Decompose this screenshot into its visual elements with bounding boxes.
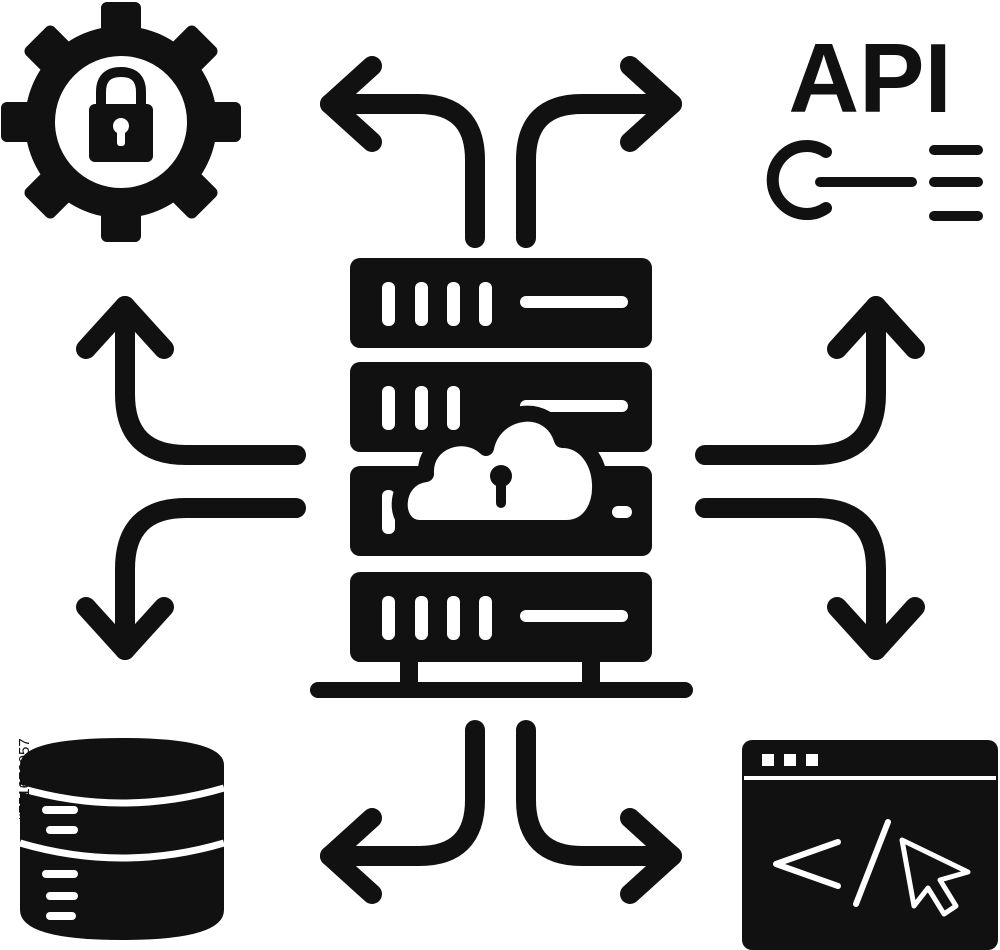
api-label: API bbox=[788, 23, 951, 133]
window-dots bbox=[762, 754, 818, 766]
connection-arrows bbox=[76, 56, 925, 904]
server-rack-icon bbox=[310, 258, 693, 698]
api-lines bbox=[815, 145, 983, 221]
cloud-lock-icon bbox=[391, 405, 608, 536]
server-unit-2 bbox=[350, 362, 652, 452]
database-icon bbox=[19, 738, 225, 940]
padlock-icon bbox=[89, 66, 153, 162]
arrow-right-down bbox=[695, 498, 925, 660]
server-unit-4 bbox=[350, 572, 652, 662]
plug-connector bbox=[766, 140, 832, 220]
database-slots bbox=[42, 806, 78, 920]
browser-code-icon bbox=[742, 740, 998, 950]
stock-id-label: #751672057 bbox=[16, 738, 33, 821]
arrow-left-up bbox=[76, 296, 306, 465]
arrow-down-left bbox=[320, 720, 485, 904]
arrow-left-down bbox=[76, 498, 306, 660]
keyhole-icon bbox=[490, 465, 512, 508]
server-base bbox=[310, 660, 693, 698]
gear-lock-icon bbox=[1, 2, 241, 242]
arrow-up-right bbox=[516, 56, 682, 248]
api-icon: API bbox=[766, 23, 983, 221]
browser-frame bbox=[742, 740, 998, 950]
arrow-right-up bbox=[695, 296, 925, 465]
server-unit-1 bbox=[350, 258, 652, 348]
database-dividers bbox=[19, 784, 225, 862]
arrow-down-right bbox=[516, 720, 682, 904]
arrow-up-left bbox=[320, 56, 485, 248]
code-brackets-icon bbox=[773, 819, 891, 907]
cursor-icon bbox=[899, 837, 971, 917]
